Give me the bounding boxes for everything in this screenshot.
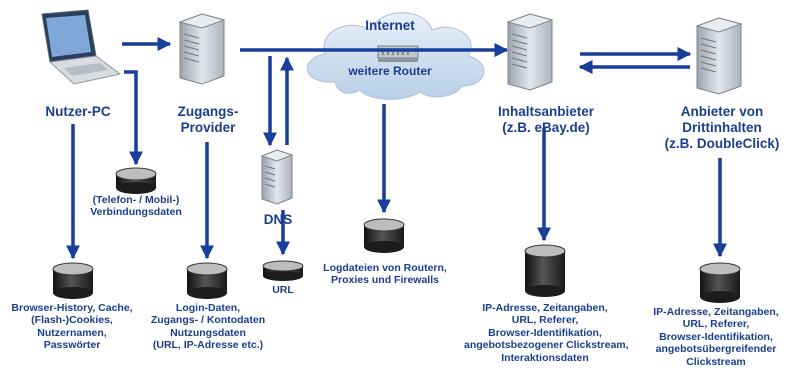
inhalt-data-label: IP-Adresse, Zeitangaben, URL, Referer, B…: [464, 302, 629, 364]
server-icon: [178, 13, 226, 85]
label-line: Login-Daten,: [175, 302, 241, 314]
label-line: Verbindungsdaten: [90, 206, 182, 219]
arrow-pc-to-verbindung: [124, 70, 143, 166]
login-data-label: Login-Daten, Zugangs- / Kontodaten Nutzu…: [145, 302, 271, 352]
dritt-data-label: IP-Adresse, Zeitangaben, URL, Referer, B…: [642, 306, 790, 368]
label-line: (z.B. eBay.de): [502, 119, 590, 135]
label-line: Clickstream: [686, 355, 746, 368]
database-icon: [363, 218, 405, 253]
label-line: Anbieter von: [680, 104, 764, 119]
logdateien-label: Logdateien von Routern, Proxies und Fire…: [318, 262, 452, 287]
label-line: Proxies und Firewalls: [331, 274, 439, 287]
label-line: (z.B. DoubleClick): [664, 135, 780, 151]
internet-subtitle: weitere Router: [348, 64, 432, 78]
internet-title: Internet: [365, 18, 415, 33]
database-icon: [524, 244, 566, 297]
server-icon: [695, 17, 743, 95]
database-icon: [115, 167, 157, 194]
server-icon: [260, 149, 294, 205]
database-icon: [699, 262, 741, 303]
label-line: Zugangs-: [177, 104, 239, 119]
label-line: Browser-Identifikation,: [488, 326, 602, 339]
verbindungsdaten-label: (Telefon- / Mobil-) Verbindungsdaten: [86, 194, 186, 219]
laptop-icon: [41, 9, 122, 85]
label-line: Nutzungsdaten: [170, 326, 246, 339]
database-icon: [262, 260, 304, 281]
label-line: Interaktionsdaten: [501, 351, 589, 364]
label-line: (Flash-)Cookies,: [31, 314, 113, 327]
label-line: (URL, IP-Adresse etc.): [152, 339, 264, 352]
nutzer-pc-label: Nutzer-PC: [45, 104, 111, 119]
zugangs-provider-label: Zugangs- Provider: [168, 104, 248, 136]
url-label: URL: [272, 284, 294, 296]
label-line: URL, Referer,: [682, 318, 750, 331]
label-line: Inhaltsanbieter: [497, 104, 595, 119]
label-line: Logdateien von Routern,: [323, 262, 447, 274]
server-icon: [506, 13, 554, 91]
label-line: angebotsübergreifender: [655, 343, 777, 356]
label-line: Provider: [180, 119, 236, 135]
label-line: Nutzernamen,: [37, 326, 107, 339]
label-line: IP-Adresse, Zeitangaben,: [653, 306, 779, 318]
label-line: Passwörter: [43, 339, 101, 352]
dns-label: DNS: [263, 212, 293, 227]
label-line: URL, Referer,: [511, 314, 579, 327]
inhaltsanbieter-label: Inhaltsanbieter (z.B. eBay.de): [486, 104, 606, 136]
label-line: (Telefon- / Mobil-): [92, 194, 180, 206]
drittanbieter-label: Anbieter von Drittinhalten (z.B. DoubleC…: [658, 104, 786, 152]
label-line: Browser-History, Cache,: [11, 302, 133, 314]
database-icon: [52, 262, 94, 299]
label-line: Zugangs- / Kontodaten: [150, 314, 266, 327]
database-icon: [186, 262, 228, 299]
label-line: Drittinhalten: [682, 119, 762, 135]
label-line: angebotsbezogener Clickstream,: [464, 339, 629, 352]
browser-data-label: Browser-History, Cache, (Flash-)Cookies,…: [6, 302, 138, 352]
label-line: IP-Adresse, Zeitangaben,: [482, 302, 608, 314]
label-line: Browser-Identifikation,: [659, 330, 773, 343]
